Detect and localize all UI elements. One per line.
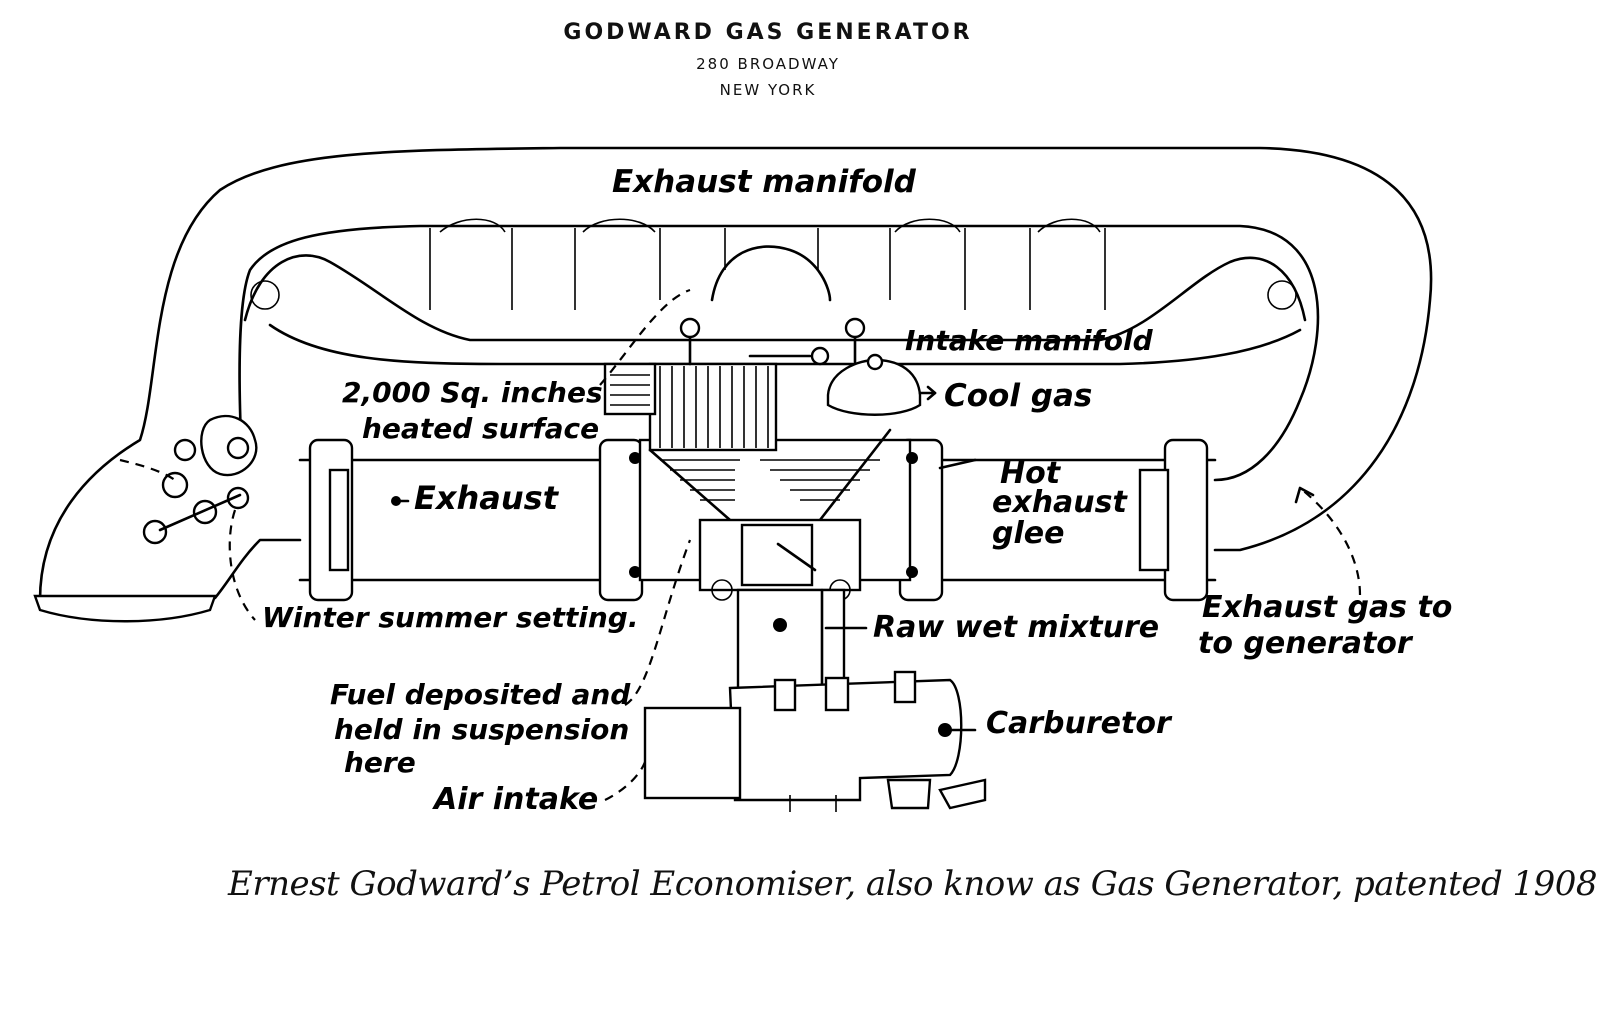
label-raw-wet-mixture: Raw wet mixture	[873, 610, 1160, 645]
label-exhaust-gas-line1: Exhaust gas to	[1202, 590, 1453, 625]
arrow-hot-exhaust	[938, 458, 977, 470]
outlet-flange	[33, 594, 217, 623]
label-hot-exhaust-line3: glee	[992, 516, 1065, 551]
label-fuel-deposited-line2: held in suspension	[334, 713, 630, 746]
label-exhaust: Exhaust	[414, 479, 558, 517]
leader-fuel-deposited	[624, 539, 692, 706]
leader-air-intake	[604, 761, 647, 801]
label-winter-summer: Winter summer setting.	[262, 601, 639, 634]
label-exhaust-manifold: Exhaust manifold	[612, 164, 916, 200]
intake-bottom	[268, 323, 1302, 366]
label-cool-gas: Cool gas	[944, 378, 1093, 414]
label-hot-exhaust-line1: Hot	[1000, 456, 1061, 491]
header-title: GODWARD GAS GENERATOR	[563, 20, 973, 45]
riser	[736, 588, 846, 692]
label-intake-manifold: Intake manifold	[905, 324, 1153, 357]
leader-exhaust-gas	[1299, 487, 1362, 596]
figure-caption: Ernest Godward’s Petrol Economiser, also…	[228, 864, 1597, 904]
cool-gas-chamber	[826, 358, 922, 416]
label-hot-exhaust-line2: exhaust	[992, 485, 1127, 520]
air-intake-tube	[643, 706, 742, 800]
label-heated-surface-line1: 2,000 Sq. inches	[342, 376, 603, 409]
engine-drawing	[33, 146, 1433, 812]
label-exhaust-gas-line2: to generator	[1198, 626, 1412, 661]
flange-right	[1138, 438, 1209, 602]
header-address: 280 BROADWAY	[696, 55, 840, 73]
leader-left-lever	[119, 458, 176, 481]
exhaust-pipe	[298, 458, 1217, 582]
label-air-intake: Air intake	[434, 782, 599, 817]
label-fuel-deposited-line3: here	[344, 746, 416, 779]
header-city: NEW YORK	[719, 81, 817, 99]
flange-left	[308, 438, 354, 602]
label-fuel-deposited-line1: Fuel deposited and	[330, 678, 631, 711]
leader-winter-summer	[228, 509, 256, 621]
diagram-stage: GODWARD GAS GENERATOR 280 BROADWAY NEW Y…	[33, 20, 1597, 904]
heater-block-left	[603, 362, 657, 416]
exhaust-loop-inner	[238, 224, 1320, 482]
winter-summer-lever	[142, 414, 258, 545]
label-heated-surface-line2: heated surface	[362, 412, 600, 445]
leader-heated-surface	[599, 288, 691, 386]
label-carburetor: Carburetor	[986, 706, 1171, 741]
heater-grid	[648, 362, 778, 452]
exhaust-loop-outer	[38, 146, 1433, 602]
intake-manifold	[243, 254, 1307, 342]
